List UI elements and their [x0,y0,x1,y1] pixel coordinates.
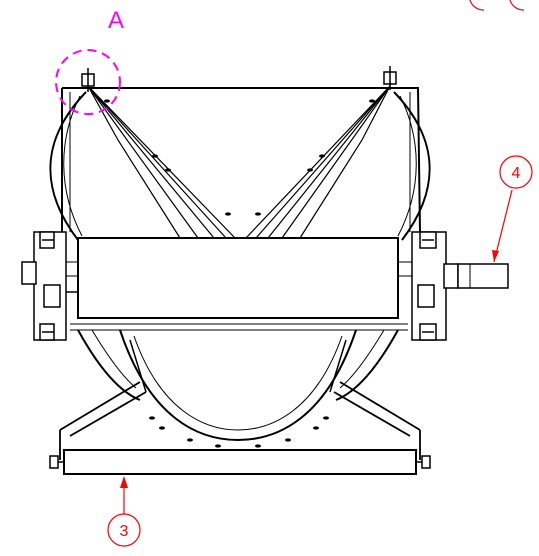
sling-right [245,85,391,239]
sling-left [87,85,236,239]
output-shaft [457,263,509,289]
balloon-4-label: 4 [512,165,521,182]
balloon-3-label: 3 [120,523,129,540]
bearing-block-right [411,231,459,341]
lifting-eye-right [383,66,397,90]
detail-callout-a[interactable]: A [55,7,124,115]
plate-holes [104,99,375,216]
balloon-3[interactable]: 3 [107,476,141,547]
balloon-4[interactable]: 4 [492,155,533,263]
detail-callout-label: A [108,7,124,34]
drum-upper [49,91,431,241]
axle-housing [58,237,420,331]
lifting-eye-left [81,68,95,92]
hopper-frame [61,87,421,233]
bearing-block-left [21,231,78,341]
drum-lower [77,329,399,442]
flange-holes [149,416,329,448]
cropped-balloon-fragments [469,0,525,11]
base-bar [49,449,431,475]
support-stand [59,381,421,460]
